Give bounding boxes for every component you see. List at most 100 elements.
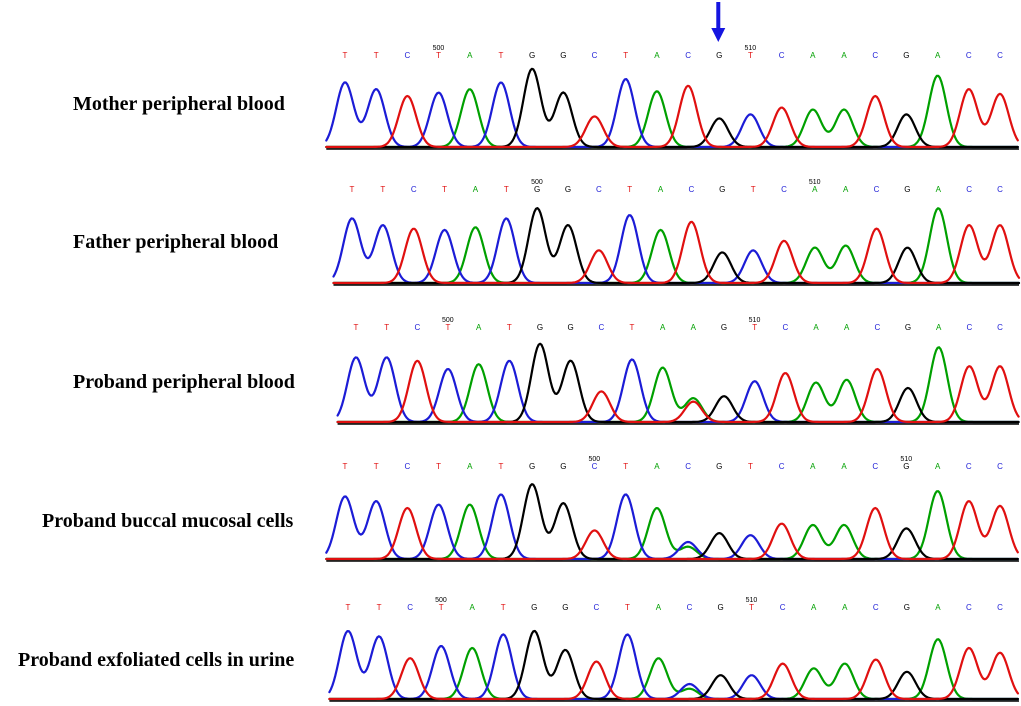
base-call-letter: C xyxy=(592,51,598,60)
base-call-letter: T xyxy=(436,51,441,60)
mutation-arrow xyxy=(711,2,726,42)
base-call-letter: A xyxy=(843,185,849,194)
base-call-letter: C xyxy=(596,185,602,194)
arrow-head xyxy=(711,28,726,42)
base-call-letter: T xyxy=(752,323,757,332)
base-call-letter: C xyxy=(687,603,693,612)
base-call-letter: G xyxy=(903,51,909,60)
base-call-letter: T xyxy=(346,603,351,612)
trace-T xyxy=(328,646,1020,701)
base-call-letter: G xyxy=(562,603,568,612)
base-call-letter: A xyxy=(811,603,817,612)
trace-T xyxy=(336,359,1020,424)
base-call-letter: A xyxy=(842,603,848,612)
panel-label: Mother peripheral blood xyxy=(73,93,285,115)
base-call-letter: C xyxy=(966,185,972,194)
panel-label: Proband buccal mucosal cells xyxy=(42,510,294,532)
base-call-letter: A xyxy=(935,462,941,471)
position-marker: 500 xyxy=(531,179,543,186)
base-call-letter: C xyxy=(997,185,1003,194)
base-call-letter: C xyxy=(997,51,1003,60)
base-call-letter: A xyxy=(654,51,660,60)
base-call-letter: G xyxy=(905,323,911,332)
base-call-letter: A xyxy=(476,323,482,332)
base-call-letter: T xyxy=(749,603,754,612)
base-call-letter: A xyxy=(810,462,816,471)
base-call-letter: T xyxy=(625,603,630,612)
base-call-letter: A xyxy=(936,323,942,332)
base-call-letter: G xyxy=(717,603,723,612)
base-call-letter: A xyxy=(467,51,473,60)
base-call-letter: G xyxy=(716,51,722,60)
base-call-letter: T xyxy=(350,185,355,194)
base-call-letter: C xyxy=(598,323,604,332)
base-call-letter: C xyxy=(997,323,1003,332)
position-marker: 500 xyxy=(433,45,445,52)
base-call-letter: T xyxy=(748,51,753,60)
base-call-letter: C xyxy=(782,323,788,332)
base-call-letter: C xyxy=(874,185,880,194)
base-call-letter: C xyxy=(779,51,785,60)
base-call-letter: C xyxy=(414,323,420,332)
base-call-letter: C xyxy=(404,51,410,60)
base-call-letter: C xyxy=(689,185,695,194)
base-call-letter: T xyxy=(343,51,348,60)
position-marker: 510 xyxy=(900,456,912,463)
base-call-letter: A xyxy=(658,185,664,194)
panel-label: Proband exfoliated cells in urine xyxy=(18,649,294,671)
base-call-letter: T xyxy=(507,323,512,332)
base-call-letter: C xyxy=(997,462,1003,471)
base-call-letter: C xyxy=(407,603,413,612)
position-marker: 510 xyxy=(744,45,756,52)
base-call-letter: T xyxy=(343,462,348,471)
panel-label: Father peripheral blood xyxy=(73,231,278,253)
base-call-letter: A xyxy=(654,462,660,471)
panel-label: Proband peripheral blood xyxy=(73,371,295,393)
base-call-letter: G xyxy=(904,185,910,194)
base-call-letter: A xyxy=(467,462,473,471)
base-call-letter: C xyxy=(872,51,878,60)
base-call-letter: A xyxy=(470,603,476,612)
trace-C xyxy=(336,356,1020,424)
base-call-letter: G xyxy=(534,185,540,194)
trace-T xyxy=(332,220,1021,285)
trace-C xyxy=(325,493,1019,561)
base-call-letter: C xyxy=(781,185,787,194)
base-call-letter: C xyxy=(685,51,691,60)
base-call-letter: G xyxy=(560,462,566,471)
base-call-letter: T xyxy=(439,603,444,612)
base-call-letter: A xyxy=(813,323,819,332)
base-call-letter: C xyxy=(685,462,691,471)
base-call-letter: C xyxy=(966,462,972,471)
base-call-letter: A xyxy=(691,323,697,332)
base-call-letter: A xyxy=(660,323,666,332)
base-call-letter: C xyxy=(966,603,972,612)
base-call-letter: T xyxy=(623,51,628,60)
base-call-letter: A xyxy=(841,462,847,471)
base-call-letter: A xyxy=(935,51,941,60)
base-call-letter: T xyxy=(623,462,628,471)
base-call-letter: G xyxy=(537,323,543,332)
trace-T xyxy=(325,500,1019,561)
base-call-letter: C xyxy=(872,462,878,471)
base-call-letter: G xyxy=(568,323,574,332)
base-call-letter: T xyxy=(377,603,382,612)
base-call-letter: T xyxy=(374,51,379,60)
base-call-letter: C xyxy=(411,185,417,194)
base-call-letter: T xyxy=(627,185,632,194)
base-call-letter: G xyxy=(560,51,566,60)
position-marker: 500 xyxy=(442,317,454,324)
base-call-letter: G xyxy=(719,185,725,194)
base-call-letter: G xyxy=(531,603,537,612)
base-call-letter: A xyxy=(935,603,941,612)
position-marker: 500 xyxy=(435,597,447,604)
base-call-letter: A xyxy=(844,323,850,332)
base-call-letter: T xyxy=(751,185,756,194)
trace-T xyxy=(325,84,1019,149)
